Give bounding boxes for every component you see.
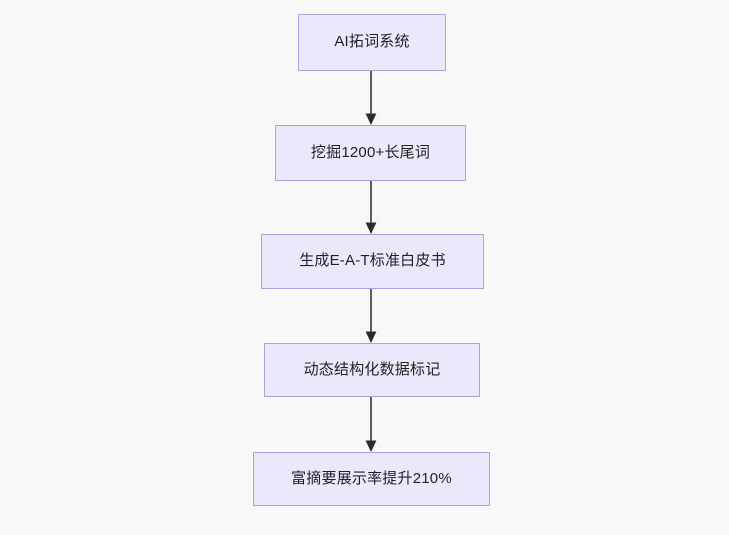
flow-node-label: 挖掘1200+长尾词	[310, 143, 431, 161]
edge-n2-n3	[365, 181, 377, 234]
flow-node-dynamic-structured-data-markup[interactable]: 动态结构化数据标记	[264, 343, 480, 397]
edge-n3-n4	[365, 289, 377, 343]
flow-node-label: 生成E-A-T标准白皮书	[299, 252, 446, 270]
flow-node-label: AI拓词系统	[334, 33, 410, 51]
flow-node-mine-longtail-keywords[interactable]: 挖掘1200+长尾词	[275, 125, 466, 181]
edge-n1-n2	[365, 71, 377, 125]
edge-n4-n5	[365, 397, 377, 452]
flow-node-rich-snippet-impression-lift[interactable]: 富摘要展示率提升210%	[253, 452, 490, 506]
flow-node-ai-keyword-system[interactable]: AI拓词系统	[298, 14, 446, 71]
flow-node-label: 动态结构化数据标记	[303, 360, 441, 378]
flow-node-label: 富摘要展示率提升210%	[291, 469, 452, 487]
flow-node-generate-eat-whitepaper[interactable]: 生成E-A-T标准白皮书	[261, 234, 484, 289]
